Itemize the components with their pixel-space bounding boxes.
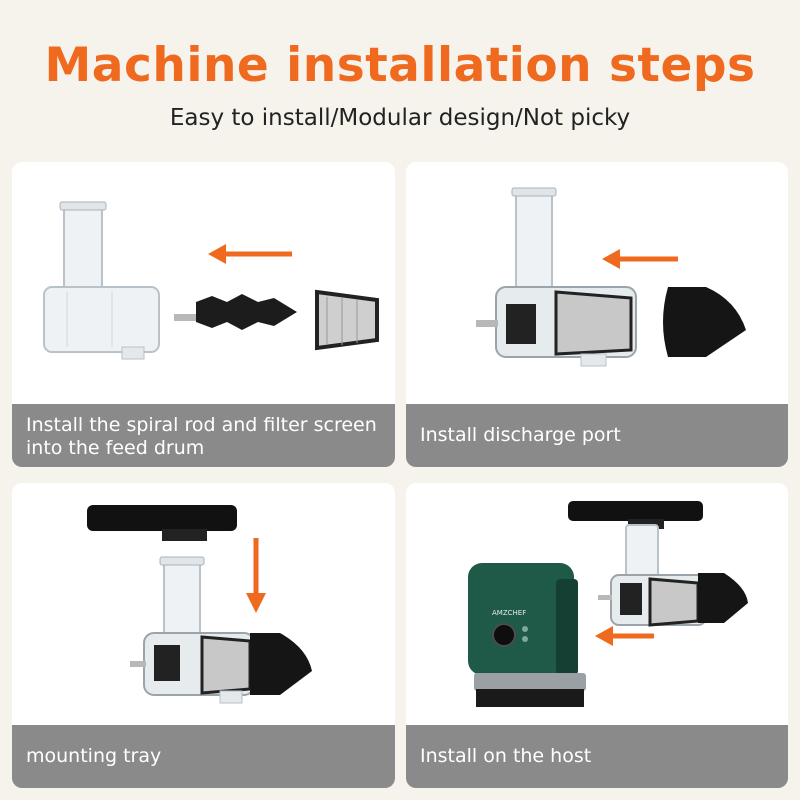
step-2-illustration [476, 187, 746, 367]
page-subtitle: Easy to install/Modular design/Not picky [169, 105, 631, 131]
step-1-illustration [43, 201, 379, 360]
step-card-1: Install the spiral rod and filter screen… [12, 162, 395, 467]
arrow-left-icon [595, 626, 654, 646]
step-card-2: Install discharge port [406, 162, 788, 467]
mounting-tray [87, 505, 237, 541]
step-3-illustration [87, 505, 312, 704]
host-brand-label: AMZCHEF [492, 609, 526, 617]
step-3-caption: mounting tray [12, 725, 395, 788]
step-card-4: AMZCHEF Install on the host [406, 483, 788, 788]
feed-drum [43, 201, 160, 360]
step-1-caption: Install the spiral rod and filter screen… [12, 404, 395, 467]
arrow-left-icon [602, 249, 678, 269]
assembled-drum [476, 187, 637, 367]
arrow-left-icon [208, 244, 292, 264]
step-card-3: mounting tray [12, 483, 395, 788]
host-machine: AMZCHEF [468, 563, 586, 707]
filter-screen [315, 289, 379, 351]
assembled-juicer-with-tray [568, 501, 748, 627]
step-4-illustration: AMZCHEF [468, 501, 748, 707]
spiral-rod [174, 294, 297, 330]
page-title: Machine installation steps [44, 38, 756, 93]
arrow-down-icon [246, 538, 266, 613]
discharge-port [663, 287, 746, 357]
step-2-caption: Install discharge port [406, 404, 788, 467]
assembled-juicer [130, 556, 312, 704]
step-4-caption: Install on the host [406, 725, 788, 788]
